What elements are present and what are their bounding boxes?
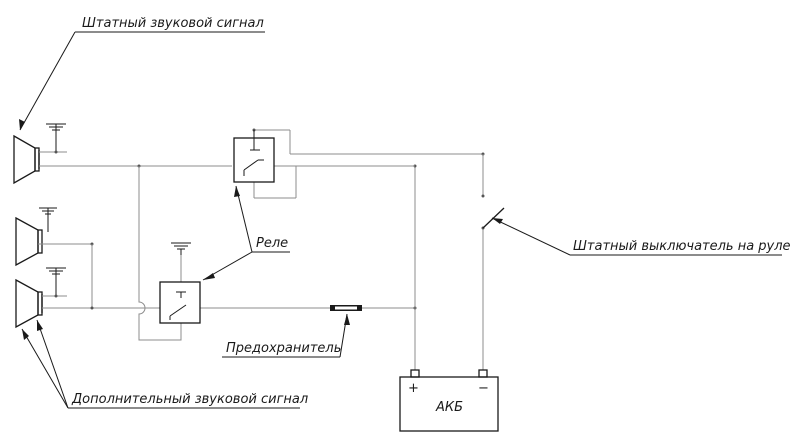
relay-label: Реле — [256, 236, 288, 251]
relay-1 — [233, 130, 275, 183]
ground-symbol-horn1 — [39, 123, 67, 154]
fuse — [330, 305, 362, 311]
additional-horn-2 — [15, 278, 43, 329]
additional-horn-1 — [15, 216, 43, 267]
leader-lines — [19, 31, 782, 409]
wires — [38, 128, 485, 370]
stock-horn — [13, 134, 40, 185]
stock-horn-label: Штатный звуковой сигнал — [82, 16, 264, 31]
ground-symbol-horn3 — [42, 267, 67, 298]
steering-switch — [482, 207, 505, 229]
battery-label: АКБ — [435, 400, 463, 415]
additional-horn-label: Дополнительный звуковой сигнал — [71, 392, 308, 407]
battery: + − АКБ — [399, 369, 499, 432]
fuse-label: Предохранитель — [226, 341, 341, 356]
battery-plus-label: + — [408, 381, 419, 396]
battery-minus-label: − — [478, 381, 489, 396]
relay-2 — [159, 281, 201, 324]
ground-symbol-relay2 — [171, 242, 191, 255]
steering-switch-label: Штатный выключатель на руле — [573, 239, 791, 254]
ground-symbol-horn2 — [39, 207, 57, 232]
